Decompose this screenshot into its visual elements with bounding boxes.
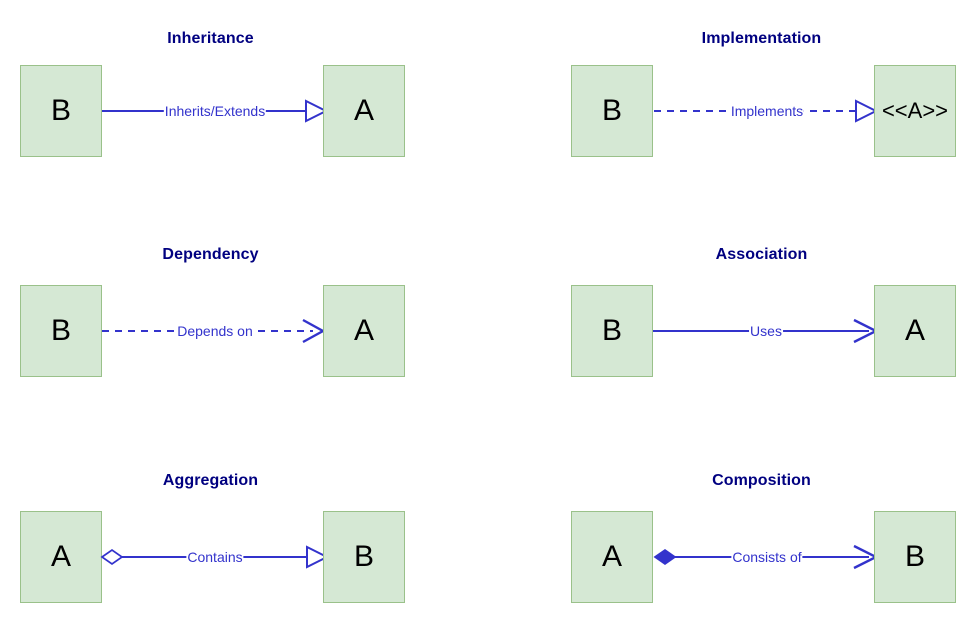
class-box-label: B bbox=[601, 314, 622, 347]
panel-title-inheritance: Inheritance bbox=[167, 30, 254, 47]
hollow-triangle-marker-icon bbox=[855, 99, 879, 123]
panel-dependency: Dependency B Depends on A bbox=[0, 246, 421, 406]
hollow-diamond-marker-icon bbox=[100, 548, 124, 566]
panel-title-association: Association bbox=[715, 246, 808, 263]
class-box-label: A bbox=[50, 540, 71, 573]
class-box-target-dependency[interactable]: A bbox=[323, 285, 405, 377]
class-box-source-implementation[interactable]: B bbox=[571, 65, 653, 157]
class-box-target-implementation[interactable]: <<A>> bbox=[874, 65, 956, 157]
class-box-label: B bbox=[601, 94, 622, 127]
hollow-triangle-marker-icon bbox=[305, 99, 329, 123]
panel-composition: Composition A Consists of B bbox=[551, 472, 972, 632]
hollow-triangle-marker-icon bbox=[306, 545, 330, 569]
panel-title-dependency: Dependency bbox=[162, 246, 259, 263]
class-box-label: B bbox=[353, 540, 374, 573]
class-box-label: A bbox=[353, 94, 374, 127]
filled-diamond-marker-icon bbox=[653, 548, 677, 566]
class-box-label: <<A>> bbox=[881, 98, 949, 123]
class-box-target-composition[interactable]: B bbox=[874, 511, 956, 603]
class-box-label: A bbox=[353, 314, 374, 347]
class-box-label: A bbox=[601, 540, 622, 573]
edge-label-composition: Consists of bbox=[731, 549, 803, 565]
class-box-source-association[interactable]: B bbox=[571, 285, 653, 377]
class-box-source-aggregation[interactable]: A bbox=[20, 511, 102, 603]
edge-label-implementation: Implements bbox=[729, 103, 805, 119]
panel-aggregation: Aggregation A Contains B bbox=[0, 472, 421, 632]
edge-label-inheritance: Inherits/Extends bbox=[163, 103, 267, 119]
panel-title-implementation: Implementation bbox=[701, 30, 822, 47]
class-box-source-inheritance[interactable]: B bbox=[20, 65, 102, 157]
class-box-label: B bbox=[50, 94, 71, 127]
class-box-label: A bbox=[904, 314, 925, 347]
class-box-label: B bbox=[50, 314, 71, 347]
edge-label-association: Uses bbox=[749, 323, 783, 339]
class-box-source-dependency[interactable]: B bbox=[20, 285, 102, 377]
class-box-target-aggregation[interactable]: B bbox=[323, 511, 405, 603]
panel-implementation: Implementation B Implements <<A>> bbox=[551, 30, 972, 190]
class-box-target-inheritance[interactable]: A bbox=[323, 65, 405, 157]
edge-implementation[interactable] bbox=[647, 96, 887, 126]
panel-title-composition: Composition bbox=[712, 472, 811, 489]
edge-label-aggregation: Contains bbox=[186, 549, 244, 565]
panel-association: Association B Uses A bbox=[551, 246, 972, 406]
class-box-target-association[interactable]: A bbox=[874, 285, 956, 377]
class-box-source-composition[interactable]: A bbox=[571, 511, 653, 603]
edge-aggregation[interactable] bbox=[96, 542, 336, 572]
panel-inheritance: Inheritance B Inherits/Extends A bbox=[0, 30, 421, 190]
edge-label-dependency: Depends on bbox=[176, 323, 254, 339]
class-box-label: B bbox=[904, 540, 925, 573]
panel-title-aggregation: Aggregation bbox=[162, 472, 259, 489]
